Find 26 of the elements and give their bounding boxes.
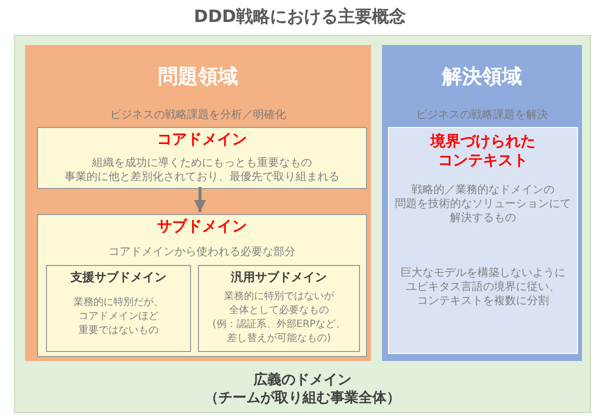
concept-box [37,214,367,357]
panel-heading: 広義のドメイン（チームが取り組む事業全体） [204,371,402,407]
box-description: 戦略的／業務的なドメインの問題を技術的なソリューションにて解決するもの [394,183,572,225]
subdomain-box [46,265,191,352]
box-heading: 支援サブドメイン [70,269,168,285]
panel-heading: 解決領域 [440,64,523,88]
panel-subtitle: ビジネスの戦略課題を分析／明確化 [109,108,287,122]
arrow [194,187,206,212]
box-description: 業務的に特別だが、コアドメインほど重要ではないもの [72,296,164,338]
box-heading: 境界づけられたコンテキスト [429,132,536,170]
box-description: 組織を成功に導くためにもっとも重要なもの事業的に他と差別化されており、最優先で取り組まれる [64,156,340,184]
box-description: 業務的に特別ではないが全体として必要なもの(例：認証系、外部ERPなど、差し替えが可能なもの) [211,290,347,346]
box-heading: コアドメイン [156,130,248,149]
concept-box [37,127,367,189]
box-description: コアドメインから使われる必要な部分 [108,245,296,259]
box-description: 巨大なモデルを構築しないようにユビキタス言語の境界に従い、コンテキストを複数に分割 [400,266,566,308]
panel-heading: 問題領域 [157,64,239,88]
region-panel [25,45,371,361]
box-heading: 汎用サブドメイン [230,269,328,285]
region-panel [382,45,582,361]
box-heading: サブドメイン [156,217,248,236]
concept-box [388,127,578,354]
domain-panel [14,35,591,413]
subdomain-box [198,265,360,352]
diagram-title: DDD戦略における主要概念 [192,6,408,29]
panel-subtitle: ビジネスの戦略課題を解決 [415,108,549,122]
